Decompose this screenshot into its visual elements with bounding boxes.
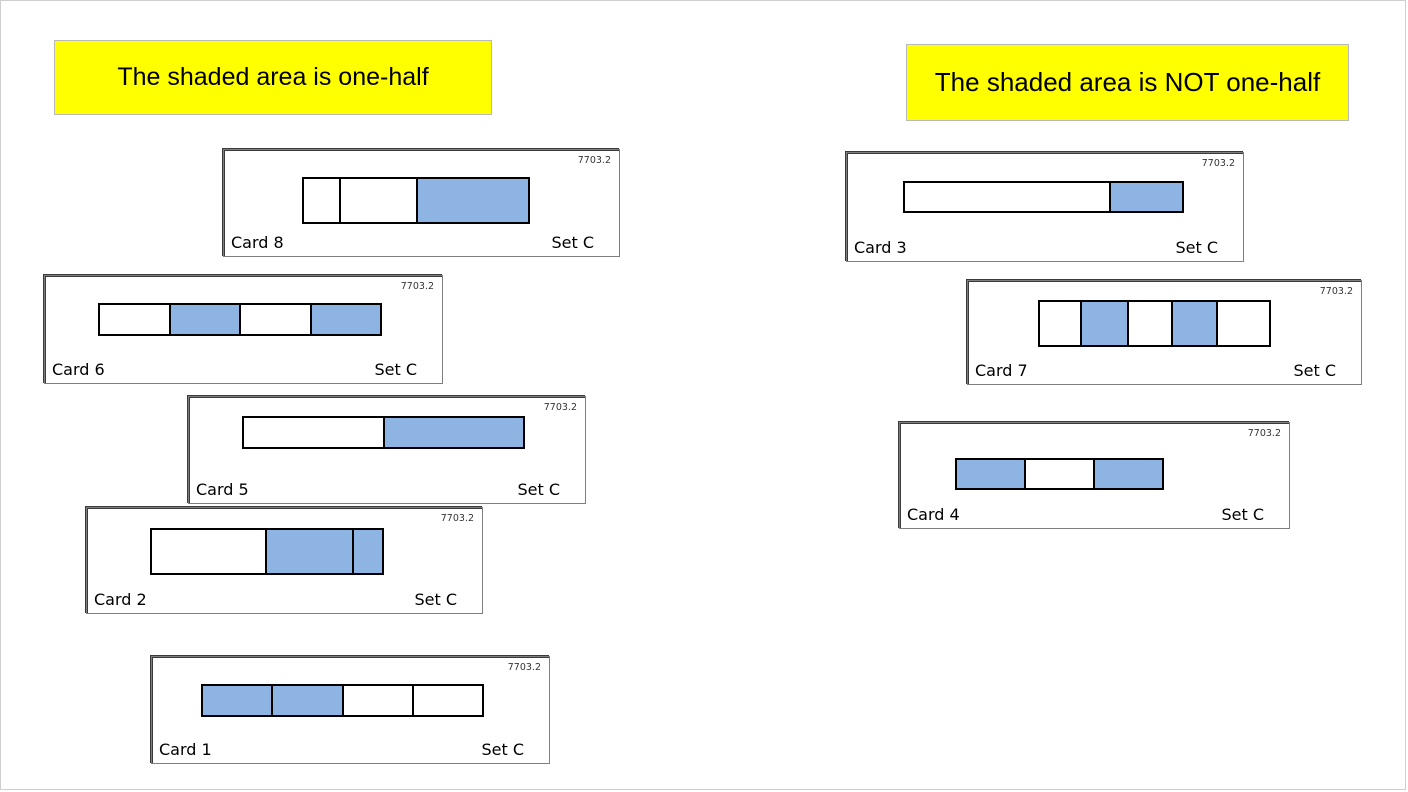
shaded-part bbox=[309, 305, 380, 334]
card-label: Card 4 bbox=[907, 505, 960, 524]
shaded-part bbox=[416, 179, 528, 222]
set-label: Set C bbox=[481, 740, 524, 759]
unshaded-part bbox=[905, 183, 1109, 211]
card-4: 7703.2 Card 4 Set C bbox=[899, 422, 1290, 529]
card-1: 7703.2 Card 1 Set C bbox=[151, 656, 550, 764]
card-7: 7703.2 Card 7 Set C bbox=[967, 280, 1362, 385]
unshaded-part bbox=[1216, 302, 1269, 345]
set-label: Set C bbox=[1293, 361, 1336, 380]
card-code: 7703.2 bbox=[1201, 158, 1235, 169]
unshaded-part bbox=[1023, 460, 1094, 488]
shaded-part bbox=[1108, 183, 1182, 211]
unshaded-part bbox=[304, 179, 340, 222]
shaded-part bbox=[168, 305, 239, 334]
set-label: Set C bbox=[517, 480, 560, 499]
unshaded-part bbox=[411, 686, 482, 715]
card-code: 7703.2 bbox=[1247, 428, 1281, 439]
heading-one-half: The shaded area is one-half bbox=[54, 40, 492, 115]
fraction-bar bbox=[903, 181, 1184, 213]
shaded-part bbox=[265, 530, 352, 573]
shaded-part bbox=[1171, 302, 1217, 345]
card-label: Card 1 bbox=[159, 740, 212, 759]
card-3: 7703.2 Card 3 Set C bbox=[846, 152, 1244, 262]
card-code: 7703.2 bbox=[543, 402, 577, 413]
fraction-bar bbox=[955, 458, 1164, 490]
shaded-part bbox=[1079, 302, 1128, 345]
shaded-part bbox=[382, 418, 523, 447]
shaded-part bbox=[957, 460, 1024, 488]
set-label: Set C bbox=[551, 233, 594, 252]
fraction-bar bbox=[302, 177, 530, 224]
card-label: Card 6 bbox=[52, 360, 105, 379]
card-code: 7703.2 bbox=[577, 155, 611, 166]
card-6: 7703.2 Card 6 Set C bbox=[44, 275, 443, 384]
card-code: 7703.2 bbox=[507, 662, 541, 673]
set-label: Set C bbox=[1175, 238, 1218, 257]
fraction-bar bbox=[1038, 300, 1271, 347]
card-2: 7703.2 Card 2 Set C bbox=[86, 507, 483, 614]
unshaded-part bbox=[239, 305, 310, 334]
set-label: Set C bbox=[414, 590, 457, 609]
fraction-bar bbox=[150, 528, 384, 575]
shaded-part bbox=[1093, 460, 1163, 488]
card-code: 7703.2 bbox=[1319, 286, 1353, 297]
shaded-part bbox=[351, 530, 382, 573]
card-8: 7703.2 Card 8 Set C bbox=[223, 149, 620, 257]
set-label: Set C bbox=[1221, 505, 1264, 524]
shaded-part bbox=[203, 686, 272, 715]
card-code: 7703.2 bbox=[400, 281, 434, 292]
unshaded-part bbox=[152, 530, 265, 573]
card-5: 7703.2 Card 5 Set C bbox=[188, 396, 586, 504]
unshaded-part bbox=[1040, 302, 1080, 345]
unshaded-part bbox=[1127, 302, 1172, 345]
set-label: Set C bbox=[374, 360, 417, 379]
card-label: Card 7 bbox=[975, 361, 1028, 380]
card-label: Card 2 bbox=[94, 590, 147, 609]
card-label: Card 5 bbox=[196, 480, 249, 499]
fraction-bar bbox=[242, 416, 525, 449]
unshaded-part bbox=[100, 305, 169, 334]
card-label: Card 8 bbox=[231, 233, 284, 252]
unshaded-part bbox=[244, 418, 383, 447]
unshaded-part bbox=[339, 179, 416, 222]
unshaded-part bbox=[341, 686, 412, 715]
card-label: Card 3 bbox=[854, 238, 907, 257]
fraction-bar bbox=[201, 684, 484, 717]
fraction-bar bbox=[98, 303, 382, 336]
card-code: 7703.2 bbox=[440, 513, 474, 524]
heading-not-one-half: The shaded area is NOT one-half bbox=[906, 44, 1349, 121]
shaded-part bbox=[271, 686, 342, 715]
